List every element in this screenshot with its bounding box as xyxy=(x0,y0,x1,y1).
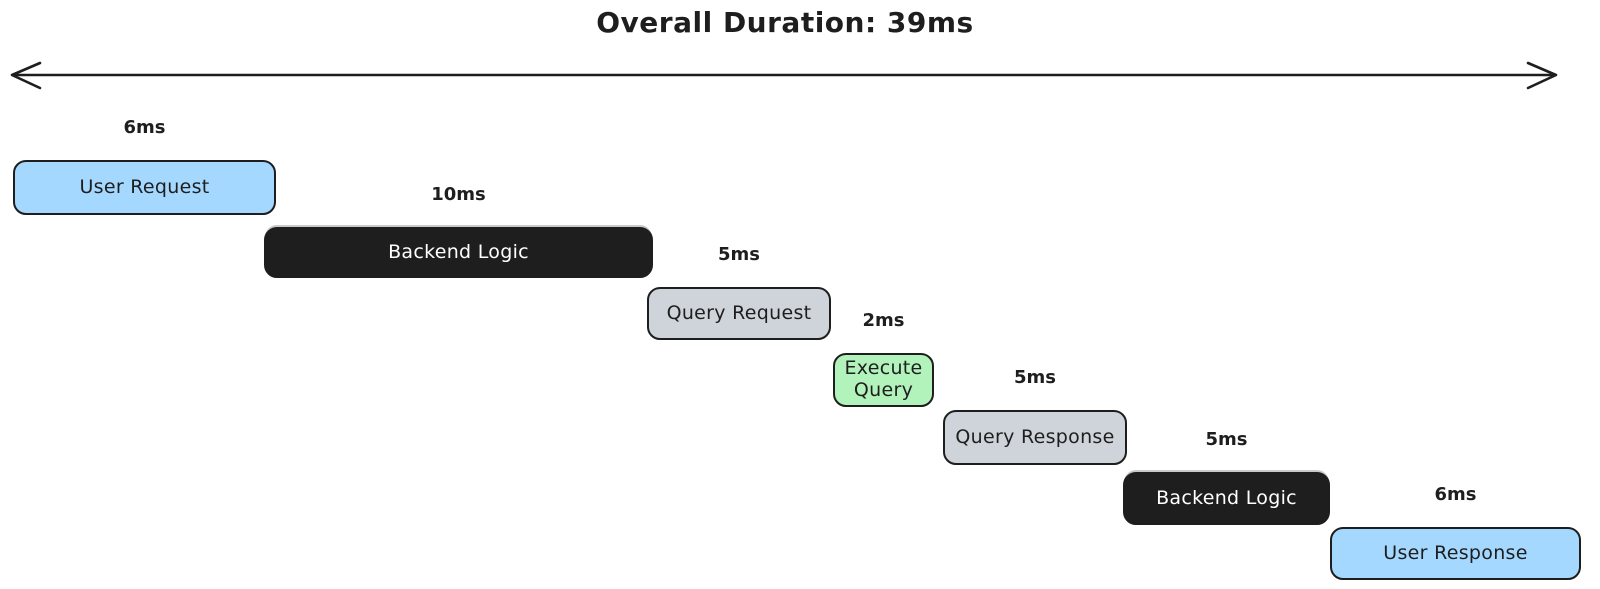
duration-label: 6ms xyxy=(1434,484,1477,505)
duration-label: 5ms xyxy=(718,244,760,265)
duration-label: 5ms xyxy=(1205,429,1248,450)
step-label: Backend Logic xyxy=(388,240,529,263)
step-box: User Request xyxy=(13,160,276,215)
step-box: Query Response xyxy=(943,410,1127,465)
duration-label: 10ms xyxy=(431,184,486,205)
step-label: User Request xyxy=(79,175,210,198)
step-box: Backend Logic xyxy=(1123,472,1330,525)
step-box: User Response xyxy=(1330,527,1581,580)
step-label: Query Response xyxy=(955,425,1115,448)
diagram-title: Overall Duration: 39ms xyxy=(596,6,974,39)
step-label: Execute Query xyxy=(844,357,923,401)
step-label: Backend Logic xyxy=(1156,486,1297,509)
step-box: Query Request xyxy=(647,287,831,340)
step-label: User Response xyxy=(1383,541,1528,564)
duration-label: 5ms xyxy=(1014,367,1056,388)
step-box: Backend Logic xyxy=(264,227,653,278)
duration-label: 2ms xyxy=(862,310,905,331)
step-box: Execute Query xyxy=(833,353,934,407)
duration-label: 6ms xyxy=(123,117,166,138)
step-label: Query Request xyxy=(666,301,812,324)
